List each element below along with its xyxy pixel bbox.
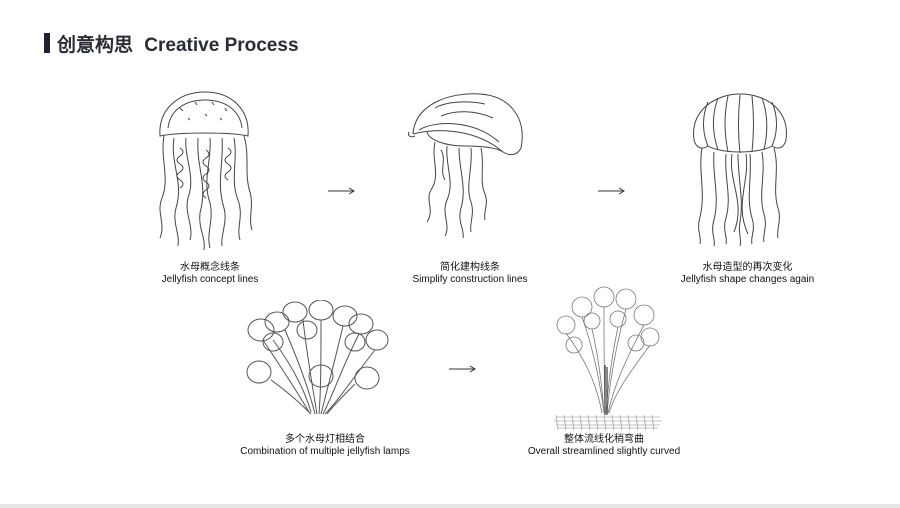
step-caption-cn: 多个水母灯相结合	[285, 434, 365, 445]
footer-divider	[0, 504, 900, 508]
page-title-cn: 创意构思	[57, 35, 134, 56]
step-caption-en: Jellyfish shape changes again	[680, 274, 815, 285]
right-arrow-icon	[448, 364, 478, 374]
step-caption-reshape: 水母造型的再次变化 Jellyfish shape changes again	[660, 262, 835, 286]
jellyfish-simplified-sketch	[405, 90, 530, 240]
jellyfish-lamps-sketch	[243, 300, 393, 418]
jellyfish-reshaped-sketch	[688, 92, 793, 247]
step-caption-cn: 水母概念线条	[180, 262, 240, 273]
step-caption-simplify: 简化建构线条 Simplify construction lines	[390, 262, 550, 286]
right-arrow-icon	[327, 186, 357, 196]
step-caption-cn: 水母造型的再次变化	[702, 262, 793, 273]
step-caption-cn: 简化建构线条	[440, 262, 500, 273]
streamlined-lamp-sketch	[554, 285, 662, 430]
step-caption-streamlined: 整体流线化稍弯曲 Overall streamlined slightly cu…	[508, 434, 700, 458]
step-caption-concept: 水母概念线条 Jellyfish concept lines	[130, 262, 290, 286]
title-accent-bar	[44, 33, 50, 53]
page-title: 创意构思 Creative Process	[57, 30, 299, 57]
step-caption-en: Simplify construction lines	[412, 274, 528, 285]
step-caption-cn: 整体流线化稍弯曲	[564, 434, 644, 445]
step-caption-en: Combination of multiple jellyfish lamps	[240, 446, 410, 457]
step-caption-en: Jellyfish concept lines	[161, 274, 259, 285]
page-title-en: Creative Process	[144, 35, 299, 56]
step-caption-en: Overall streamlined slightly curved	[527, 446, 681, 457]
step-caption-combination: 多个水母灯相结合 Combination of multiple jellyfi…	[215, 434, 435, 458]
right-arrow-icon	[597, 186, 627, 196]
jellyfish-concept-sketch	[150, 88, 260, 253]
